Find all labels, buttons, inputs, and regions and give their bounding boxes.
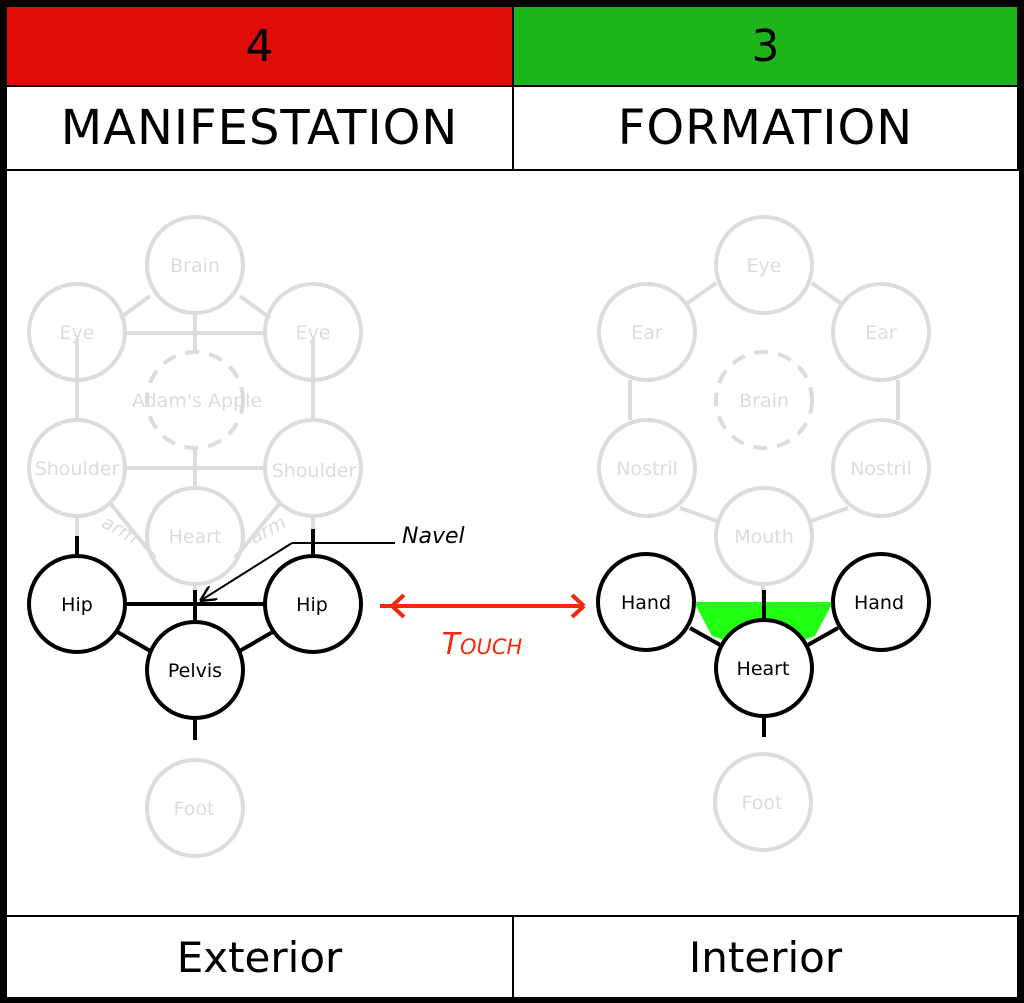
node-shoulder-left [27, 418, 127, 518]
navel-pointer: Navel [200, 524, 465, 601]
node-hip-right [263, 554, 363, 654]
label-pelvis: Pelvis [168, 660, 222, 682]
header-number-left: 4 [7, 7, 512, 85]
manifestation-faded-lines [75, 294, 315, 610]
label-hand-right: Hand [854, 592, 904, 614]
footer-exterior: Exterior [7, 917, 512, 997]
formation-tree: Eye Ear Ear Brain Nostril Nostril Mouth … [596, 215, 931, 852]
node-brain [145, 215, 245, 315]
formation-active-lines [689, 590, 839, 737]
footer-interior: Interior [514, 917, 1017, 997]
node-shoulder-right [263, 418, 363, 518]
header-number-right: 3 [514, 7, 1017, 85]
node-brain-formation [714, 350, 814, 450]
node-heart-left [145, 486, 245, 586]
node-eye-left [27, 282, 127, 382]
label-eye-formation: Eye [747, 255, 782, 277]
node-nostril-right [831, 418, 931, 518]
label-hand-left: Hand [621, 592, 671, 614]
node-pelvis [145, 620, 245, 720]
label-mouth: Mouth [734, 526, 794, 548]
node-hand-left [596, 552, 696, 652]
label-foot-right: Foot [742, 792, 783, 814]
node-hand-right [831, 552, 931, 652]
label-foot-left: Foot [174, 798, 215, 820]
label-eye-left: Eye [60, 322, 95, 344]
label-shoulder-right: Shoulder [272, 460, 357, 482]
manifestation-tree: Brain Eye Eye Adam's Apple Shoulder Shou… [27, 215, 465, 858]
label-ear-left: Ear [631, 322, 663, 344]
node-eye-right [263, 282, 363, 382]
label-heart-left: Heart [169, 526, 222, 548]
diagram-svg: Brain Eye Eye Adam's Apple Shoulder Shou… [27, 215, 931, 858]
label-brain-formation: Brain [739, 390, 789, 412]
node-nostril-left [597, 418, 697, 518]
label-hip-left: Hip [61, 594, 93, 616]
touch-connector: Touch [380, 593, 586, 662]
title-formation: FORMATION [514, 87, 1017, 169]
label-nostril-left: Nostril [616, 458, 678, 480]
formation-faded-lines [628, 281, 900, 600]
node-ear-right [831, 282, 931, 382]
label-arm-right: arm [246, 511, 290, 548]
label-brain: Brain [170, 255, 220, 277]
title-manifestation: MANIFESTATION [7, 87, 512, 169]
node-ear-left [597, 282, 697, 382]
node-hip-left [27, 554, 127, 654]
arrowhead-left [390, 593, 406, 619]
node-foot-right [713, 752, 813, 852]
node-heart-formation [714, 618, 814, 718]
node-foot-left [145, 758, 245, 858]
label-ear-right: Ear [865, 322, 897, 344]
label-shoulder-left: Shoulder [35, 458, 120, 480]
label-adams-apple: Adam's Apple [132, 390, 262, 412]
label-arm-left: arm [98, 511, 142, 548]
label-navel: Navel [402, 524, 465, 549]
diagram-canvas: Brain Eye Eye Adam's Apple Shoulder Shou… [7, 171, 1019, 915]
node-adams-apple [145, 350, 245, 450]
node-mouth [714, 486, 814, 586]
node-eye-formation [714, 215, 814, 315]
label-hip-right: Hip [296, 594, 328, 616]
label-eye-right: Eye [296, 322, 331, 344]
label-touch: Touch [442, 627, 523, 662]
label-nostril-right: Nostril [850, 458, 912, 480]
label-heart-formation: Heart [737, 658, 790, 680]
